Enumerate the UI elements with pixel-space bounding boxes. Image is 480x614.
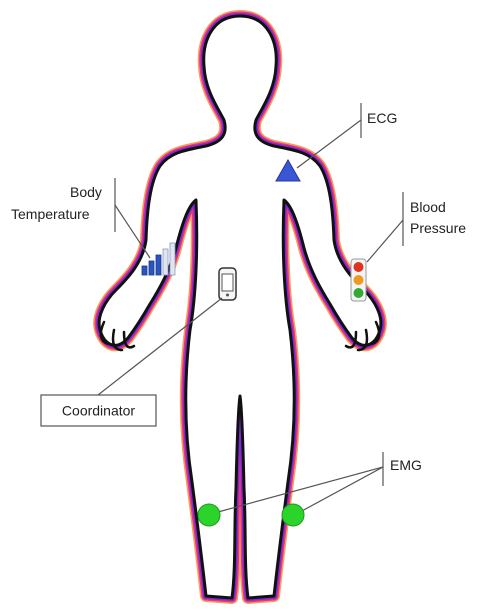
ecg-label: ECG (367, 110, 397, 126)
ecg-leader (297, 120, 361, 168)
body-temperature-label-line2: Temperature (11, 206, 90, 222)
emg-leader-right (300, 467, 383, 512)
emg-circle-icon-left (198, 504, 220, 526)
phone-coordinator-icon (219, 268, 236, 300)
blood-pressure-leader (367, 220, 403, 262)
blood-pressure-label-line1: Blood (410, 199, 446, 215)
blood-pressure-callout: Blood Pressure (367, 192, 466, 262)
emg-circle-icon-right (282, 504, 304, 526)
traffic-light-icon (351, 259, 366, 301)
emg-label: EMG (390, 457, 422, 473)
body-temperature-callout: Body Temperature (11, 178, 150, 258)
body-temperature-label-line1: Body (70, 184, 102, 200)
body-outline (99, 16, 381, 598)
blood-pressure-label-line2: Pressure (410, 220, 466, 236)
coordinator-label: Coordinator (62, 403, 135, 419)
